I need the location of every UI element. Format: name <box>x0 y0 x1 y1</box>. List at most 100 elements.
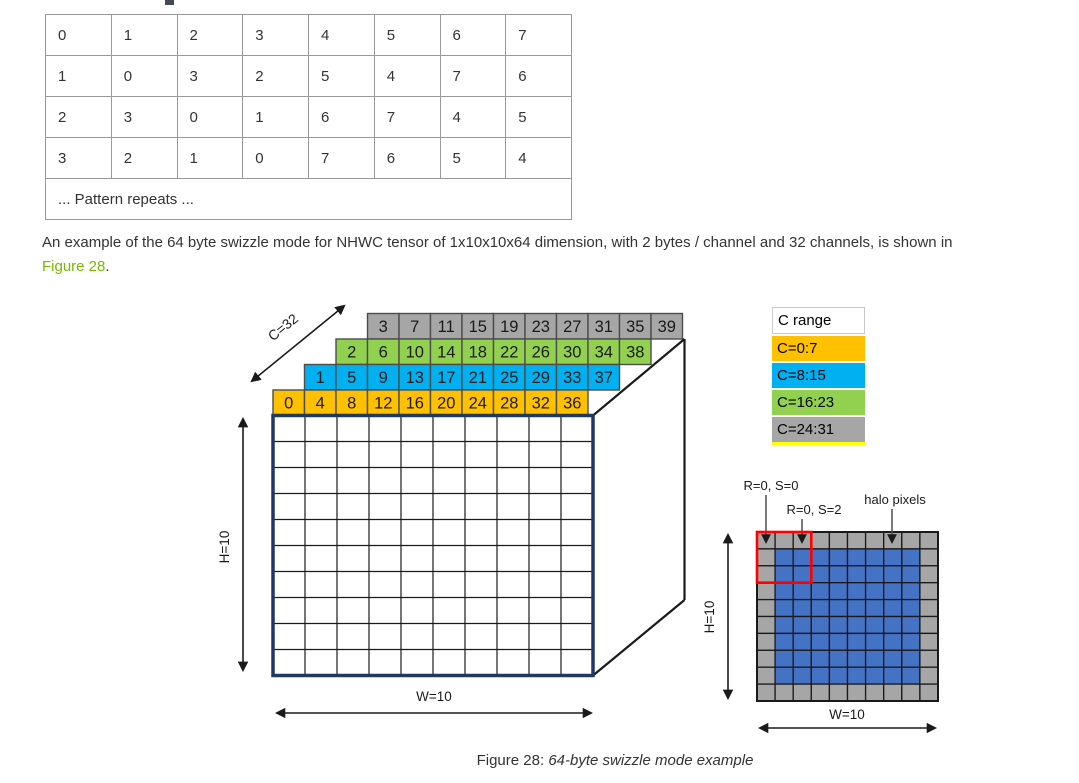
channel-cell-value: 28 <box>500 395 518 413</box>
channel-cell-value: 8 <box>347 395 356 413</box>
swizzle-value-cell: 1 <box>110 14 178 56</box>
interior-cell <box>901 615 921 635</box>
interior-cell <box>901 649 921 668</box>
interior-cell <box>792 666 812 685</box>
interior-cell <box>883 632 903 651</box>
channel-cell <box>335 338 369 366</box>
channel-cell <box>303 389 337 417</box>
swizzle-value-cell: 7 <box>505 14 572 56</box>
interior-cell <box>846 565 867 584</box>
interior-cell <box>883 565 903 584</box>
swizzle-value-cell: 6 <box>439 14 507 56</box>
interior-cell <box>846 582 867 601</box>
swizzle-value-cell: 7 <box>373 96 441 138</box>
halo-cell <box>756 598 776 618</box>
interior-cell <box>774 632 794 651</box>
interior-cell <box>846 548 867 567</box>
r0-s0-label: R=0, S=0 <box>744 478 799 493</box>
swizzle-value-cell: 5 <box>505 96 572 138</box>
halo-pixels-label: halo pixels <box>864 492 926 507</box>
channel-cell-value: 15 <box>469 318 487 336</box>
swizzle-value-cell: 0 <box>110 55 178 97</box>
interior-cell <box>901 598 921 618</box>
interior-cell <box>828 666 849 685</box>
channel-cell-value: 29 <box>532 369 550 387</box>
interior-cell <box>901 548 921 567</box>
interior-cell <box>883 666 903 685</box>
swizzle-value-cell: 3 <box>176 55 244 97</box>
caption-prefix: Figure 28: <box>476 752 549 769</box>
channel-cell-value: 13 <box>406 369 424 387</box>
channel-cell-value: 31 <box>595 318 613 336</box>
h-axis-label: H=10 <box>702 601 717 634</box>
halo-cell <box>756 548 776 567</box>
c-axis-label: C=32 <box>265 310 302 344</box>
figure-caption: Figure 28: 64-byte swizzle mode example <box>40 752 1079 769</box>
w-axis-label: W=10 <box>416 689 452 704</box>
halo-cell <box>864 531 885 550</box>
interior-cell <box>846 666 867 685</box>
halo-cell <box>919 531 939 550</box>
c-axis-arrow <box>250 304 346 383</box>
swizzle-value-cell: 3 <box>110 96 178 138</box>
channel-cell-value: 27 <box>563 318 581 336</box>
interior-cell <box>810 632 831 651</box>
interior-cell <box>810 649 831 668</box>
interior-cell <box>774 565 794 584</box>
channel-cell <box>461 338 495 366</box>
interior-cell <box>864 565 885 584</box>
channel-cell-value: 25 <box>500 369 518 387</box>
filter-highlight-box <box>755 530 813 585</box>
channel-cell-value: 24 <box>469 395 487 413</box>
halo-cell <box>864 683 885 702</box>
interior-cell <box>774 666 794 685</box>
interior-cell <box>901 666 921 685</box>
halo-cell <box>846 531 867 550</box>
swizzle-value-cell: 3 <box>242 14 309 56</box>
interior-cell <box>810 548 831 567</box>
swizzle-value-cell: 2 <box>242 55 309 97</box>
interior-cell <box>846 598 867 618</box>
interior-cell <box>883 548 903 567</box>
interior-cell <box>864 548 885 567</box>
interior-cell <box>846 649 867 668</box>
channel-cell <box>587 363 621 391</box>
channel-cell-value: 32 <box>532 395 550 413</box>
channel-cell <box>398 312 432 340</box>
halo-cell <box>756 649 776 668</box>
halo-cell <box>919 683 939 702</box>
interior-cell <box>883 582 903 601</box>
interior-cell <box>883 598 903 618</box>
swizzle-value-cell: 0 <box>242 137 309 179</box>
channel-cell-value: 1 <box>316 369 325 387</box>
halo-cell <box>756 666 776 685</box>
interior-cell <box>828 632 849 651</box>
interior-cell <box>774 598 794 618</box>
interior-cell <box>774 582 794 601</box>
interior-cell <box>883 649 903 668</box>
channel-cell-value: 5 <box>347 369 356 387</box>
channel-cell-value: 20 <box>437 395 455 413</box>
channel-cell <box>555 338 589 366</box>
channel-cell <box>618 338 652 366</box>
channel-cell-value: 3 <box>379 318 388 336</box>
channel-cell-value: 38 <box>626 344 644 362</box>
channel-cell <box>555 363 589 391</box>
channel-cell-value: 33 <box>563 369 581 387</box>
swizzle-value-cell: 6 <box>505 55 572 97</box>
swizzle-value-cell: 0 <box>45 14 112 56</box>
swizzle-value-cell: 7 <box>439 55 507 97</box>
swizzle-value-cell: 6 <box>308 96 375 138</box>
swizzle-value-cell: 1 <box>242 96 309 138</box>
interior-cell <box>901 632 921 651</box>
swizzle-value-cell: 2 <box>176 14 244 56</box>
channel-cell-value: 39 <box>658 318 676 336</box>
figure-28-link[interactable]: Figure 28 <box>42 258 106 275</box>
interior-cell <box>901 565 921 584</box>
